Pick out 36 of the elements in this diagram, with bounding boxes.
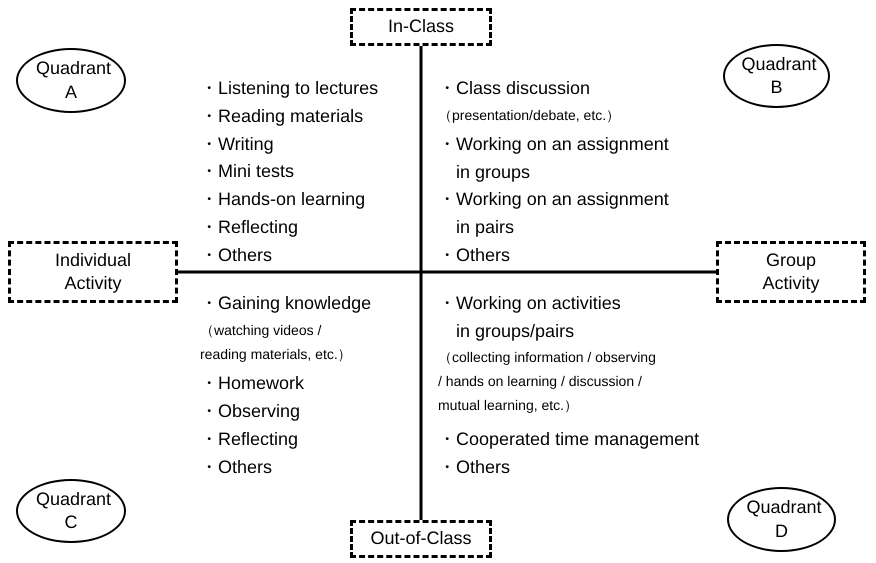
axis-line <box>420 46 422 520</box>
list-item: ・Homework <box>200 372 306 395</box>
list-item: ・Listening to lectures <box>200 77 380 100</box>
list-item: ・Reflecting <box>200 428 300 451</box>
node-label: Out-of-Class <box>369 527 473 550</box>
note-text: （presentation/debate, etc.） <box>438 106 622 125</box>
dashed-box <box>350 520 492 558</box>
node-label: Quadrant D <box>746 496 822 542</box>
list-item: ・Working on activities in groups/pairs <box>438 292 622 343</box>
dashed-box <box>8 241 178 303</box>
node-label: Quadrant A <box>35 57 112 104</box>
list-item: ・Cooperated time management <box>438 428 700 451</box>
axis-line <box>178 270 716 274</box>
list-item: ・Others <box>438 456 512 479</box>
dashed-box <box>350 8 492 46</box>
node-label: Quadrant B <box>740 52 818 99</box>
note-text: （collecting information / observing / hands on learning / discussion / mutual learning, etc.） <box>438 348 656 415</box>
list-item: ・Gaining knowledge <box>200 292 372 315</box>
dashed-box <box>716 241 866 303</box>
list-item: ・Working on an assignment in groups <box>438 133 670 184</box>
list-item: ・Reflecting <box>200 216 300 239</box>
list-item: ・Observing <box>200 400 302 423</box>
list-item: ・Mini tests <box>200 160 296 183</box>
list-item: ・Others <box>438 244 512 267</box>
list-item: ・Class discussion <box>438 77 592 100</box>
list-item: ・Working on an assignment in pairs <box>438 188 670 239</box>
list-item: ・Writing <box>200 133 275 156</box>
node-label: Group Activity <box>761 248 820 295</box>
note-text: （watching videos / reading materials, etc.） <box>200 321 353 364</box>
list-item: ・Others <box>200 456 274 479</box>
list-item: ・Hands-on learning <box>200 188 366 211</box>
list-item: ・Others <box>200 244 274 267</box>
list-item: ・Reading materials <box>200 105 364 128</box>
node-label: Individual Activity <box>54 248 132 295</box>
node-label: In-Class <box>386 15 455 38</box>
node-label: Quadrant C <box>35 488 112 534</box>
